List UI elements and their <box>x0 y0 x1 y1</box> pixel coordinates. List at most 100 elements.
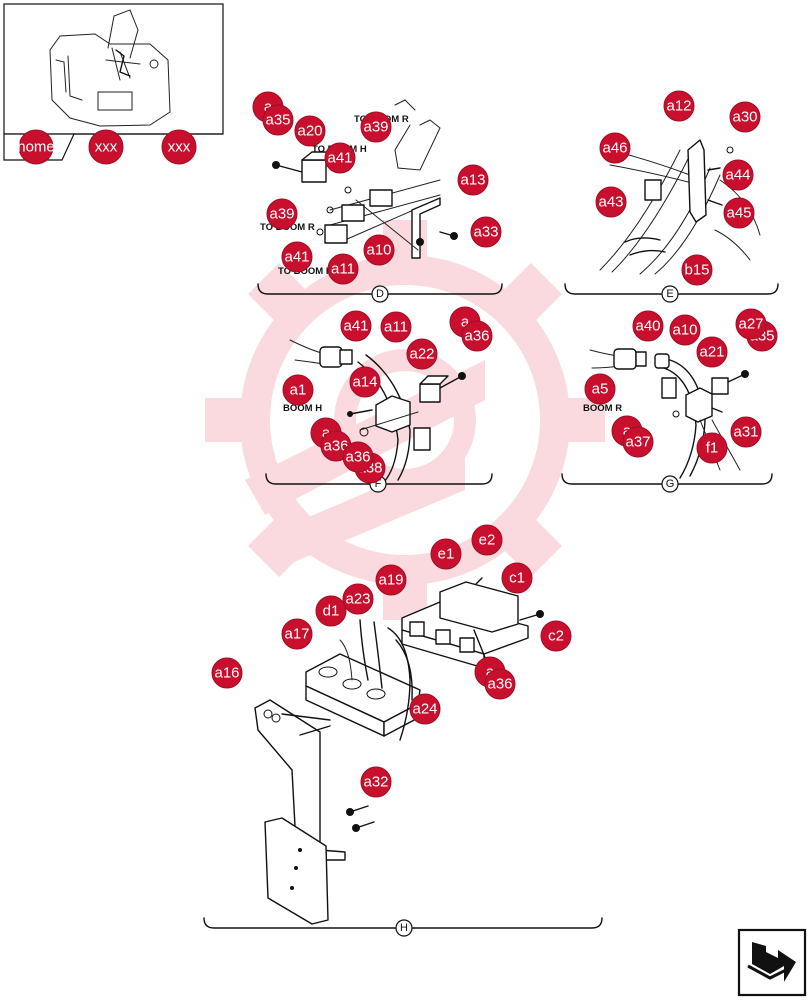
callout-f-a41[interactable]: a41 <box>340 310 372 342</box>
svg-text:a23: a23 <box>345 591 370 608</box>
callout-f-a36-top[interactable]: a36 <box>461 320 493 352</box>
section-h-label: H <box>400 922 408 934</box>
svg-text:a: a <box>461 314 470 331</box>
svg-text:a17: a17 <box>284 626 309 643</box>
svg-text:a5: a5 <box>592 381 609 398</box>
callout-d-a20[interactable]: a20 <box>294 115 326 147</box>
callout-d-a41-bot[interactable]: a41 <box>281 241 313 273</box>
callout-f-a14[interactable]: a14 <box>349 366 381 398</box>
callout-d-a11[interactable]: a11 <box>327 253 359 285</box>
next-page-arrow-icon <box>747 942 796 982</box>
callout-d-a33[interactable]: a33 <box>470 216 502 248</box>
callout-h-d1[interactable]: d1 <box>315 595 347 627</box>
svg-text:a19: a19 <box>378 572 403 589</box>
callout-h-a36[interactable]: a36 <box>484 668 516 700</box>
svg-text:a36: a36 <box>464 328 489 345</box>
svg-text:a27: a27 <box>738 316 763 333</box>
home-button[interactable]: home <box>17 129 55 165</box>
svg-text:f1: f1 <box>706 440 719 457</box>
callout-g-a27[interactable]: a27 <box>735 308 767 340</box>
svg-text:e1: e1 <box>438 546 455 563</box>
callout-d-a35[interactable]: a35 <box>262 104 294 136</box>
svg-text:a24: a24 <box>412 701 437 718</box>
callout-e-a43[interactable]: a43 <box>595 186 627 218</box>
callout-h-c2[interactable]: c2 <box>540 620 572 652</box>
hose-label-to-boom-h-bot: TO BOOM H <box>278 266 333 277</box>
callout-g-a21[interactable]: a21 <box>696 336 728 368</box>
callout-f-a1[interactable]: a1 <box>282 374 314 406</box>
svg-text:xxx: xxx <box>95 139 118 156</box>
svg-text:a37: a37 <box>625 434 650 451</box>
callout-e-a45[interactable]: a45 <box>723 197 755 229</box>
callout-g-a40[interactable]: a40 <box>632 310 664 342</box>
section-f-drawing <box>289 339 466 483</box>
callout-h-e1[interactable]: e1 <box>430 538 462 570</box>
svg-text:a32: a32 <box>363 774 388 791</box>
callout-g-a31[interactable]: a31 <box>730 416 762 448</box>
svg-text:a10: a10 <box>366 242 391 259</box>
callout-e-a30[interactable]: a30 <box>729 101 761 133</box>
next-page-button[interactable]: xxx <box>161 129 197 165</box>
callout-g-a37[interactable]: a37 <box>622 426 654 458</box>
prev-page-button[interactable]: xxx <box>88 129 124 165</box>
callout-h-a24[interactable]: a24 <box>409 693 441 725</box>
callout-e-b15[interactable]: b15 <box>681 254 713 286</box>
svg-text:a36: a36 <box>323 438 348 455</box>
hose-label-boom-h: BOOM H <box>283 403 322 414</box>
svg-text:a22: a22 <box>409 346 434 363</box>
svg-text:a31: a31 <box>733 424 758 441</box>
callout-d-a39-mid[interactable]: a39 <box>266 198 298 230</box>
svg-text:a10: a10 <box>672 322 697 339</box>
hose-label-boom-r: BOOM R <box>583 403 622 414</box>
svg-text:a43: a43 <box>598 194 623 211</box>
svg-text:a36: a36 <box>345 449 370 466</box>
next-page-arrow-button[interactable] <box>737 928 807 997</box>
callout-d-a39-top[interactable]: a39 <box>360 111 392 143</box>
gear-watermark-icon <box>205 220 605 620</box>
svg-text:a13: a13 <box>460 172 485 189</box>
locator-panel <box>3 3 224 161</box>
svg-text:a12: a12 <box>666 98 691 115</box>
svg-text:a16: a16 <box>214 665 239 682</box>
svg-text:d1: d1 <box>323 603 340 620</box>
callout-g-a10[interactable]: a10 <box>669 314 701 346</box>
callout-e-a12[interactable]: a12 <box>663 90 695 122</box>
callout-f-a22[interactable]: a22 <box>406 338 438 370</box>
svg-text:a21: a21 <box>699 344 724 361</box>
svg-text:e2: e2 <box>479 532 496 549</box>
callout-d-a10[interactable]: a10 <box>363 234 395 266</box>
svg-text:a41: a41 <box>343 318 368 335</box>
svg-text:a1: a1 <box>290 382 307 399</box>
callout-g-f1[interactable]: f1 <box>696 432 728 464</box>
svg-text:a30: a30 <box>732 109 757 126</box>
callout-h-a23[interactable]: a23 <box>342 583 374 615</box>
callout-h-a32[interactable]: a32 <box>360 766 392 798</box>
svg-text:a35: a35 <box>265 112 290 129</box>
callout-f-a36-bot[interactable]: a36 <box>342 441 374 473</box>
callout-h-a17[interactable]: a17 <box>281 618 313 650</box>
callout-e-a44[interactable]: a44 <box>722 159 754 191</box>
callout-g-a5[interactable]: a5 <box>584 373 616 405</box>
svg-text:home: home <box>17 139 55 156</box>
callout-d-a41-top[interactable]: a41 <box>324 142 356 174</box>
section-e-label: E <box>666 288 673 300</box>
svg-text:a11: a11 <box>384 319 408 336</box>
callout-f-a11[interactable]: a11 <box>380 311 412 343</box>
section-f-label: F <box>375 478 382 490</box>
svg-text:a: a <box>322 425 331 442</box>
svg-text:a39: a39 <box>363 119 388 136</box>
svg-text:a46: a46 <box>602 140 627 157</box>
svg-text:a41: a41 <box>327 150 352 167</box>
callout-h-a16[interactable]: a16 <box>211 657 243 689</box>
svg-text:a36: a36 <box>487 676 512 693</box>
callout-h-c1[interactable]: c1 <box>501 562 533 594</box>
callout-h-e2[interactable]: e2 <box>471 524 503 556</box>
section-e-drawing <box>599 139 761 275</box>
callout-h-a19[interactable]: a19 <box>375 564 407 596</box>
svg-text:a41: a41 <box>284 249 309 266</box>
svg-text:a44: a44 <box>725 167 750 184</box>
callout-d-a13[interactable]: a13 <box>457 164 489 196</box>
callout-e-a46[interactable]: a46 <box>599 132 631 164</box>
svg-text:a40: a40 <box>635 318 660 335</box>
